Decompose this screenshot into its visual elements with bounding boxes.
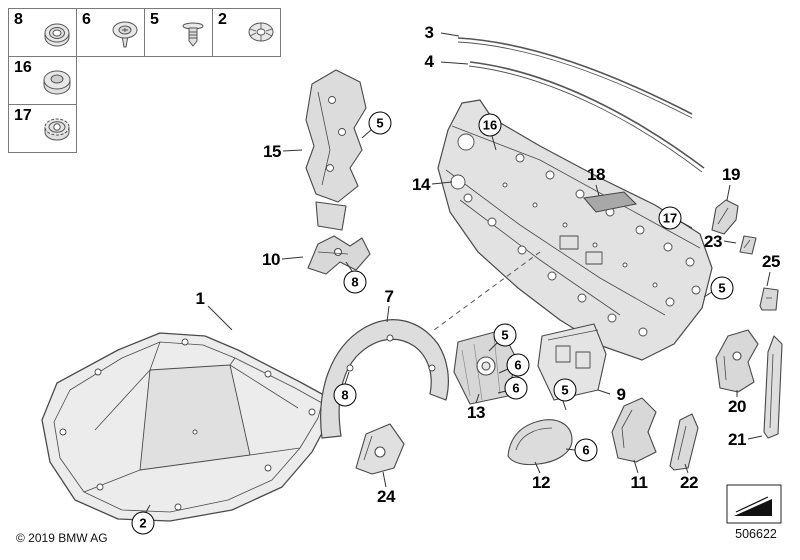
callout-17-circled[interactable]: 17: [658, 206, 682, 230]
part-11-insulation: [611, 397, 657, 463]
flange-nut-icon: [44, 23, 70, 47]
callout-8-circled[interactable]: 8: [343, 270, 367, 294]
legend-cell-label: 8: [14, 11, 23, 28]
callout-4[interactable]: 4: [424, 52, 434, 71]
callout-7[interactable]: 7: [384, 287, 394, 306]
copyright-text: © 2019 BMW AG: [16, 531, 108, 545]
part-1-hood-insulation: [41, 332, 334, 522]
part-14-firewall-insulation: [437, 99, 713, 361]
callout-5-circled[interactable]: 5: [553, 378, 577, 402]
callout-8-circled[interactable]: 8: [333, 383, 357, 407]
callout-23[interactable]: 23: [704, 232, 722, 251]
part-3-strip: [457, 37, 693, 119]
callout-15[interactable]: 15: [263, 142, 281, 161]
callout-2-circled[interactable]: 2: [131, 511, 155, 535]
callout-6-circled[interactable]: 6: [504, 376, 528, 400]
callout-14[interactable]: 14: [412, 175, 430, 194]
diagram-number: 506622: [735, 527, 777, 541]
plastic-nut-icon: [44, 118, 70, 141]
callout-12[interactable]: 12: [532, 473, 550, 492]
insulation-wedge-icon: [726, 484, 782, 529]
grommet-nut-icon: [43, 70, 71, 95]
callout-5-circled[interactable]: 5: [710, 276, 734, 300]
part-24-pad: [355, 423, 405, 475]
callout-9[interactable]: 9: [616, 385, 626, 404]
callout-3[interactable]: 3: [424, 23, 434, 42]
callout-16-circled[interactable]: 16: [478, 113, 502, 137]
washer-head-screw-icon: [112, 21, 138, 48]
clip-icon: [248, 22, 274, 42]
callout-25[interactable]: 25: [762, 252, 780, 271]
expanding-rivet-icon: [182, 22, 204, 47]
part-19-bracket: [711, 199, 739, 235]
callout-13[interactable]: 13: [467, 403, 485, 422]
legend-cell-2: 2: [212, 8, 281, 57]
legend-cell-16: 16: [8, 56, 77, 105]
part-15-insulation: [305, 69, 367, 231]
legend-cell-label: 16: [14, 59, 32, 76]
legend-cell-label: 17: [14, 107, 32, 124]
part-4-strip: [468, 61, 705, 173]
legend-cell-5: 5: [144, 8, 213, 57]
part-10-insulation: [307, 235, 371, 275]
part-21-strip: [763, 335, 783, 439]
callout-22[interactable]: 22: [680, 473, 698, 492]
legend-cell-6: 6: [76, 8, 145, 57]
legend-cell-17: 17: [8, 104, 77, 153]
callout-19[interactable]: 19: [722, 165, 740, 184]
legend-cell-8: 8: [8, 8, 77, 57]
dashed-leader-line: [433, 251, 541, 331]
part-20-piece: [715, 329, 759, 393]
legend-cell-label: 2: [218, 11, 227, 28]
callout-10[interactable]: 10: [262, 250, 280, 269]
callout-24[interactable]: 24: [377, 487, 395, 506]
callout-5-circled[interactable]: 5: [368, 111, 392, 135]
legend-cell-label: 6: [82, 11, 91, 28]
leader-lines: [145, 32, 771, 513]
part-18-pad: [583, 191, 638, 213]
callout-18[interactable]: 18: [587, 165, 605, 184]
part-22-strip: [669, 413, 699, 471]
callout-5-circled[interactable]: 5: [493, 323, 517, 347]
callout-1[interactable]: 1: [195, 289, 205, 308]
callout-11[interactable]: 11: [630, 473, 648, 492]
part-12-insulation: [507, 419, 573, 466]
callout-21[interactable]: 21: [728, 430, 746, 449]
part-23-piece: [739, 235, 757, 255]
callout-6-circled[interactable]: 6: [506, 353, 530, 377]
part-7-arch-insulation: [320, 319, 449, 439]
part-25-piece: [759, 287, 779, 311]
part-9-insulation: [537, 323, 607, 401]
callout-6-circled[interactable]: 6: [574, 438, 598, 462]
legend-cell-label: 5: [150, 11, 159, 28]
callout-20[interactable]: 20: [728, 397, 746, 416]
